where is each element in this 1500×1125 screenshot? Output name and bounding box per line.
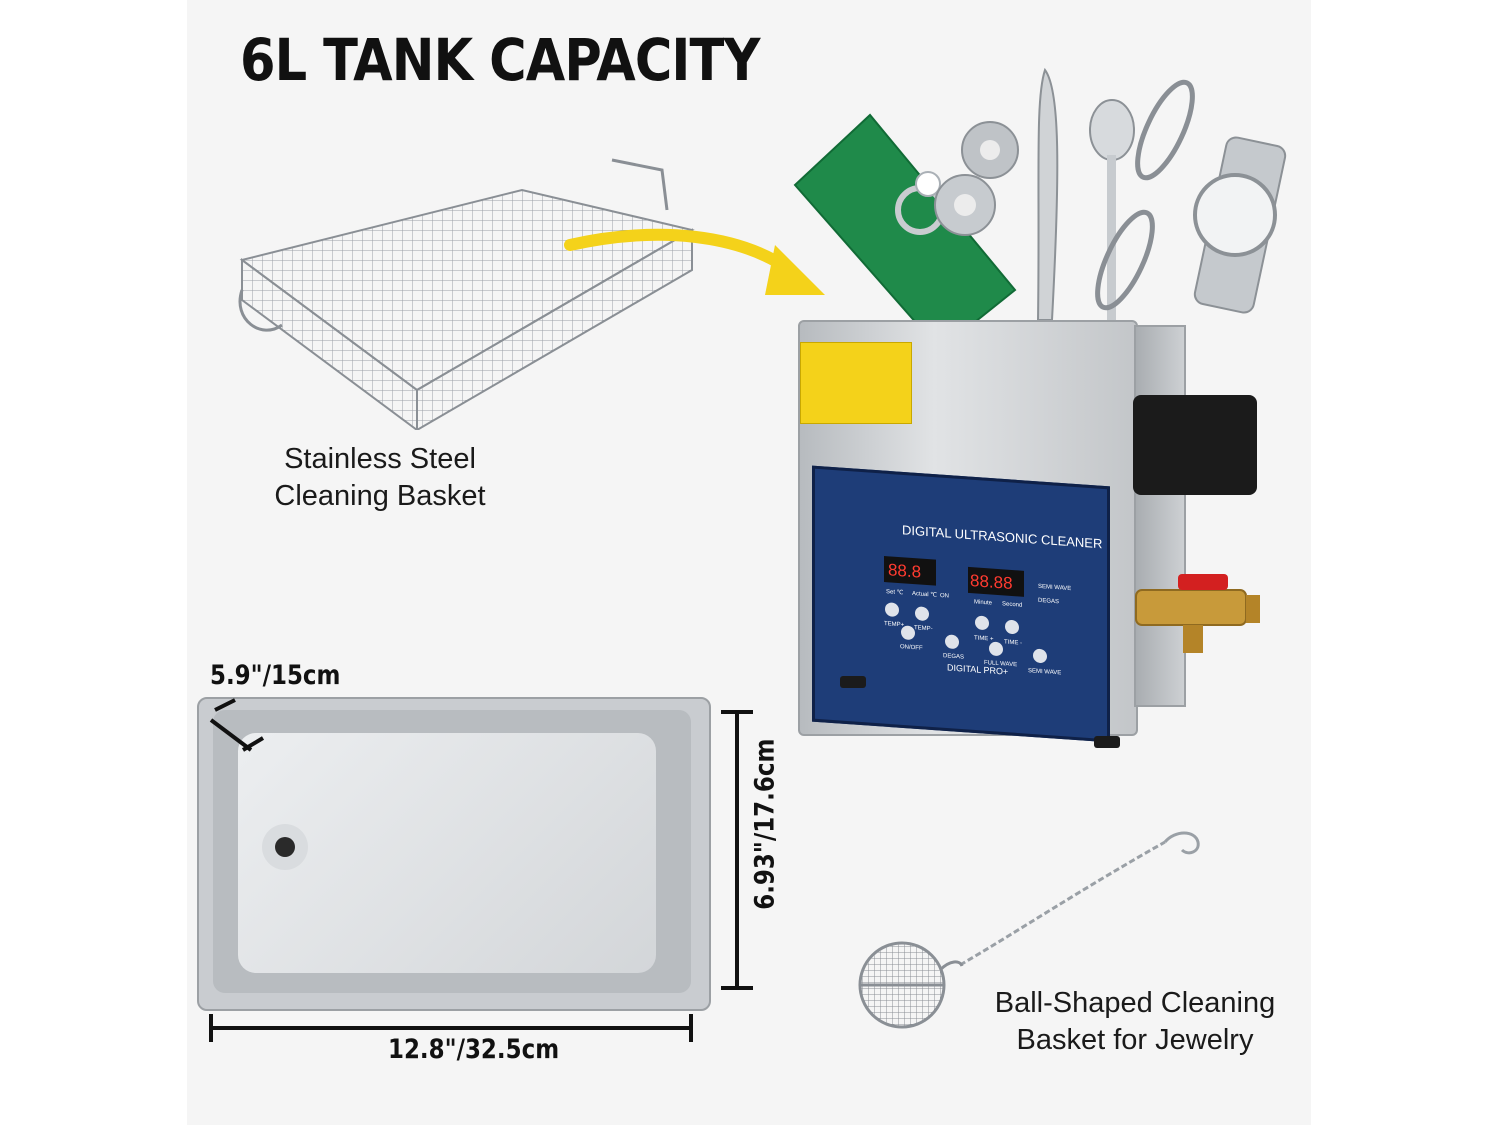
- time-up-label: TIME +: [974, 635, 994, 642]
- spoon-icon: [1089, 99, 1135, 161]
- degas-label: DEGAS: [943, 653, 964, 660]
- drain-hole-center: [275, 837, 295, 857]
- time-down-button[interactable]: [1005, 619, 1019, 635]
- power-label: ON/OFF: [900, 644, 923, 652]
- time-display-value: 88.88: [970, 571, 1013, 593]
- full-wave-button[interactable]: [989, 641, 1003, 656]
- time-up-button[interactable]: [975, 615, 989, 630]
- basket-caption-line1: Stainless Steel: [284, 443, 476, 475]
- cleaning-items-image: [793, 67, 1287, 350]
- ball-caption-line2: Basket for Jewelry: [1016, 1024, 1254, 1056]
- label-second: Second: [1002, 601, 1022, 608]
- panel-name: DIGITAL ULTRASONIC CLEANER: [902, 522, 1102, 551]
- full-wave-label: FULL WAVE: [984, 660, 1017, 668]
- temp-down-button[interactable]: [915, 606, 929, 621]
- tank-basin: [238, 733, 656, 973]
- temp-up-label: TEMP+: [884, 621, 905, 628]
- semi-wave-label: SEMI WAVE: [1028, 668, 1061, 676]
- cleaner-side: [1134, 325, 1186, 707]
- label-set: Set ℃: [886, 589, 904, 596]
- basket-caption: Stainless Steel Cleaning Basket: [240, 441, 520, 515]
- foot-left: [840, 676, 866, 688]
- ball-caption-line1: Ball-Shaped Cleaning: [994, 987, 1276, 1019]
- label-on: ON: [940, 593, 949, 600]
- watch-icon: [1193, 136, 1287, 314]
- knife-icon: [1036, 67, 1059, 321]
- time-display: [968, 566, 1024, 597]
- temp-display-value: 88.8: [888, 560, 921, 581]
- warning-label: [800, 342, 912, 424]
- time-down-label: TIME -: [1004, 639, 1022, 646]
- temp-up-button[interactable]: [885, 602, 899, 617]
- page-title: 6L TANK CAPACITY: [240, 26, 760, 94]
- temp-display: [884, 556, 936, 586]
- arrow-icon: [564, 228, 825, 295]
- degas-button[interactable]: [945, 634, 959, 649]
- depth-dimension: 5.9"/15cm: [210, 660, 341, 691]
- handle-icon: [1133, 395, 1257, 495]
- dimension-lines: [209, 698, 753, 1042]
- length-dimension: 12.8"/32.5cm: [388, 1034, 560, 1065]
- glasses-icon: [1095, 79, 1195, 311]
- label-minute: Minute: [974, 599, 993, 606]
- ball-basket-image: [858, 831, 1200, 1029]
- control-panel-content: DIGITAL ULTRASONIC CLEANER 88.8 88.88 Se…: [884, 522, 1102, 677]
- pcb-board: [793, 113, 1017, 350]
- drain-valve-icon: [1135, 574, 1260, 653]
- brand-label: DIGITAL PRO+: [947, 662, 1008, 676]
- semi-wave-button[interactable]: [1033, 648, 1047, 663]
- power-button[interactable]: [901, 625, 915, 640]
- temp-down-label: TEMP-: [914, 625, 933, 632]
- label-degas-top: DEGAS: [1038, 598, 1059, 605]
- label-semi-wave-top: SEMI WAVE: [1038, 584, 1071, 592]
- ball-basket-caption: Ball-Shaped Cleaning Basket for Jewelry: [980, 985, 1290, 1059]
- width-dimension: 6.93"/17.6cm: [749, 738, 781, 910]
- basket-caption-line2: Cleaning Basket: [274, 480, 486, 512]
- label-actual: Actual ℃: [912, 591, 937, 599]
- foot-right: [1094, 736, 1120, 748]
